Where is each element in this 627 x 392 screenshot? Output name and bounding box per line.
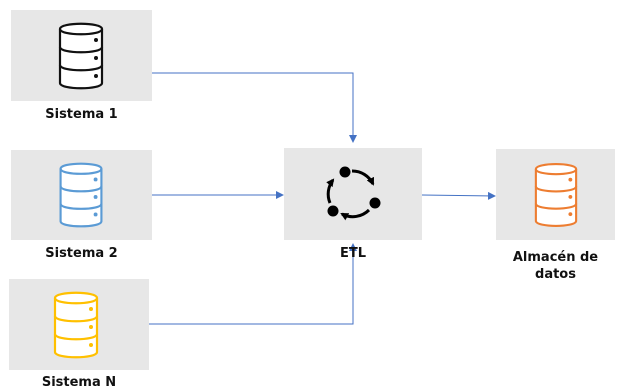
etl-box — [284, 148, 422, 240]
sistema-2-label: Sistema 2 — [45, 246, 118, 261]
sistema-1-box — [11, 10, 152, 101]
etl-label: ETL — [339, 246, 367, 261]
connector-sistema1-etl — [152, 72, 357, 143]
database-icon — [53, 291, 99, 359]
sistema-1-label: Sistema 1 — [45, 107, 118, 122]
sistema-2-box — [11, 150, 152, 240]
database-icon — [59, 162, 103, 228]
database-icon — [58, 22, 104, 90]
almacen-box — [496, 149, 615, 240]
connector-etl-almacen — [421, 191, 496, 200]
database-icon — [534, 163, 578, 227]
sistema-n-label: Sistema N — [41, 375, 117, 390]
almacen-label-line1: Almacén de — [512, 250, 599, 265]
almacen-label: Almacén de datos — [496, 249, 615, 283]
sistema-n-box — [9, 279, 149, 370]
cycle-icon — [326, 166, 381, 221]
connector-sistemaN-etl — [149, 243, 357, 325]
almacen-label-line2: datos — [535, 267, 576, 282]
